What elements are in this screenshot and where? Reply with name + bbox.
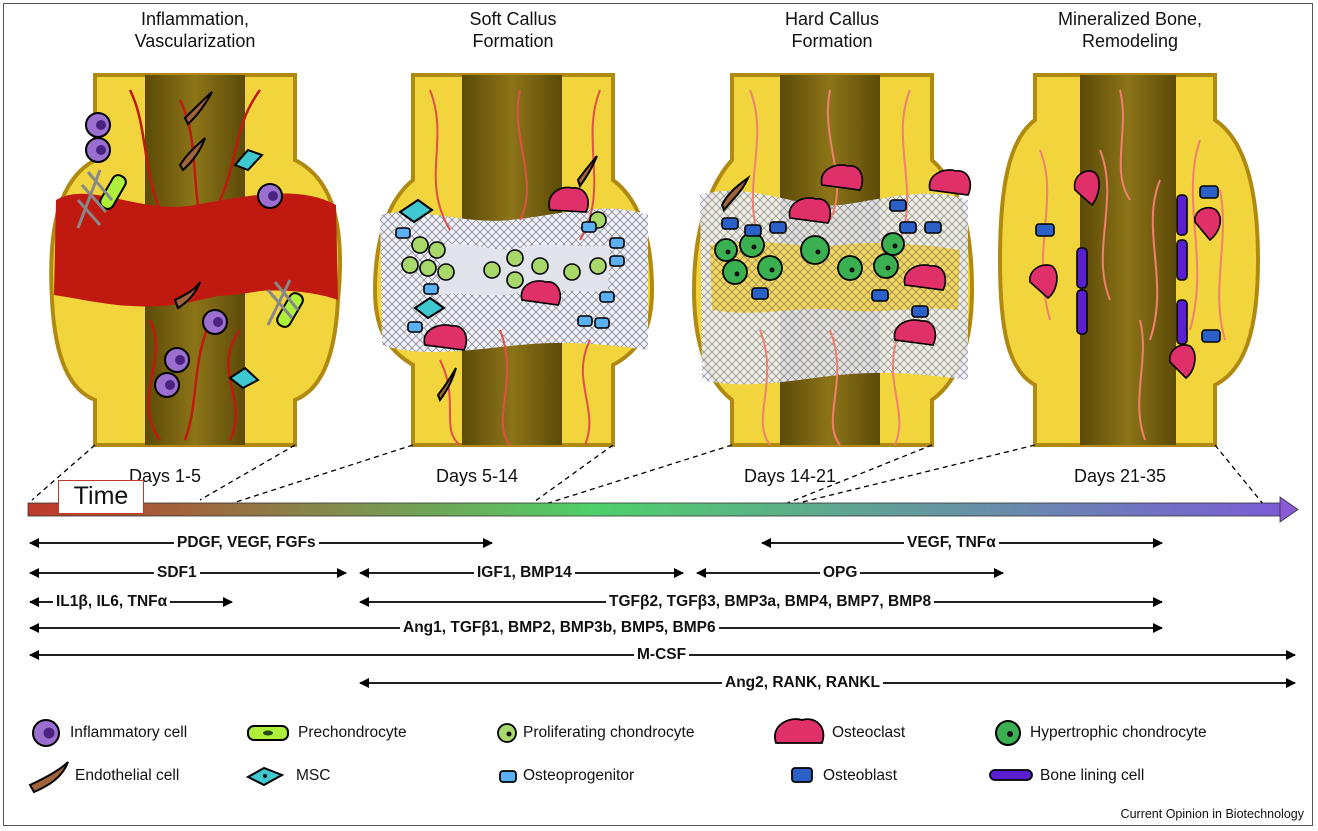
stage-title-line2: Remodeling (1030, 30, 1230, 52)
stage-title-inflammation: Inflammation, Vascularization (95, 8, 295, 52)
bone-stage-inflammation (51, 75, 340, 445)
legend-label: Bone lining cell (1040, 767, 1144, 785)
legend-label: Inflammatory cell (70, 724, 187, 742)
legend-proliferating-chondrocyte-icon (498, 724, 516, 742)
legend-osteoprogenitor: Osteoprogenitor (523, 761, 634, 791)
factor-label: VEGF, TNFα (904, 534, 999, 552)
inflammatory-cell-icon (258, 184, 282, 208)
stage-title-remodeling: Mineralized Bone, Remodeling (1030, 8, 1230, 52)
inflammatory-cell-icon (165, 348, 189, 372)
stage-title-hard-callus: Hard Callus Formation (732, 8, 932, 52)
stage-title-line1: Inflammation, (95, 8, 295, 30)
legend-bone-lining-cell: Bone lining cell (1040, 761, 1144, 791)
factor-label: M-CSF (634, 646, 689, 664)
legend-label: Prechondrocyte (298, 724, 407, 742)
source-credit: Current Opinion in Biotechnology (1121, 807, 1304, 821)
time-label: Time (58, 480, 144, 514)
inflammatory-cell-icon (155, 373, 179, 397)
legend-endothelial-cell: Endothelial cell (75, 761, 179, 791)
legend-label: Hypertrophic chondrocyte (1030, 724, 1207, 742)
factor-label: Ang2, RANK, RANKL (722, 674, 883, 692)
bone-stage-soft-callus (375, 75, 652, 445)
legend-inflammatory-cell-icon (33, 720, 59, 746)
legend-label: Endothelial cell (75, 767, 179, 785)
stage-title-line1: Hard Callus (732, 8, 932, 30)
legend-hypertrophic-chondrocyte: Hypertrophic chondrocyte (1030, 718, 1207, 748)
factor-label: SDF1 (154, 564, 200, 582)
legend-bone-lining-cell-icon (990, 770, 1032, 780)
factor-label: TGFβ2, TGFβ3, BMP3a, BMP4, BMP7, BMP8 (606, 593, 934, 611)
legend-msc: MSC (296, 761, 330, 791)
legend-label: Osteoprogenitor (523, 767, 634, 785)
factor-label: IL1β, IL6, TNFα (53, 593, 170, 611)
legend-osteoclast: Osteoclast (832, 718, 905, 748)
inflammatory-cell-icon (203, 310, 227, 334)
stage-title-line2: Formation (732, 30, 932, 52)
legend-prechondrocyte: Prechondrocyte (298, 718, 407, 748)
timeline-arrow (28, 497, 1298, 522)
legend-hypertrophic-chondrocyte-icon (996, 721, 1020, 745)
legend-prechondrocyte-icon (248, 726, 288, 740)
stage-title-soft-callus: Soft Callus Formation (413, 8, 613, 52)
legend-label: Proliferating chondrocyte (523, 724, 694, 742)
legend-label: Osteoclast (832, 724, 905, 742)
legend-label: MSC (296, 767, 330, 785)
factor-label: IGF1, BMP14 (474, 564, 575, 582)
factor-label: OPG (820, 564, 860, 582)
stage-title-line2: Vascularization (95, 30, 295, 52)
stage-title-line2: Formation (413, 30, 613, 52)
inflammatory-cell-icon (86, 113, 110, 137)
legend-osteoclast-icon (775, 719, 824, 743)
legend-inflammatory-cell: Inflammatory cell (70, 718, 187, 748)
legend-osteoblast-icon (792, 768, 812, 782)
legend-osteoblast: Osteoblast (823, 761, 897, 791)
stage-title-line1: Mineralized Bone, (1030, 8, 1230, 30)
factor-label: PDGF, VEGF, FGFs (174, 534, 319, 552)
legend-msc-icon (248, 768, 282, 785)
days-label-stage-3: Days 14-21 (710, 466, 870, 487)
legend-proliferating-chondrocyte: Proliferating chondrocyte (523, 718, 694, 748)
inflammatory-cell-icon (86, 138, 110, 162)
bone-stage-remodeling (1000, 75, 1258, 445)
days-label-stage-4: Days 21-35 (1040, 466, 1200, 487)
legend-osteoprogenitor-icon (500, 771, 516, 782)
bone-stage-hard-callus (694, 75, 972, 445)
factor-label: Ang1, TGFβ1, BMP2, BMP3b, BMP5, BMP6 (400, 619, 719, 637)
stage-title-line1: Soft Callus (413, 8, 613, 30)
days-label-stage-2: Days 5-14 (397, 466, 557, 487)
legend-endothelial-cell-icon (30, 762, 68, 792)
legend-label: Osteoblast (823, 767, 897, 785)
